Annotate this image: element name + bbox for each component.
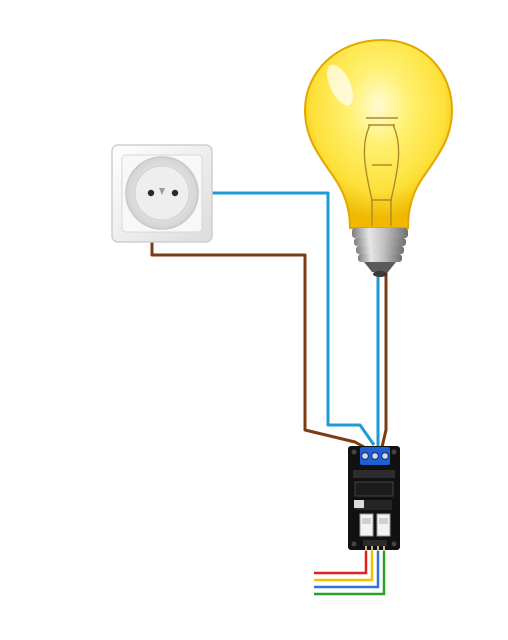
mains-wiring [150, 191, 388, 449]
wall-socket-icon [111, 144, 213, 243]
relay-components [359, 513, 391, 537]
bulb-screw-base [352, 228, 408, 277]
outlet-neutral-wire [176, 191, 376, 446]
light-bulb-icon [303, 38, 454, 277]
control-header-pins [363, 540, 387, 551]
control-wire-yellow [314, 551, 374, 582]
lamp-live-wire [380, 268, 388, 448]
socket-hole-right [171, 189, 179, 197]
control-wire-red [314, 551, 368, 575]
outlet-live-wire [150, 193, 365, 449]
control-wiring [314, 551, 386, 596]
socket-earth-pin [159, 188, 165, 195]
control-wire-blue [314, 551, 380, 589]
bulb-filament [363, 117, 400, 226]
control-wire-green [314, 551, 386, 596]
solid-state-relay-module-icon [348, 446, 400, 551]
screw-terminal-block [360, 447, 390, 465]
socket-hole-left [147, 189, 155, 197]
